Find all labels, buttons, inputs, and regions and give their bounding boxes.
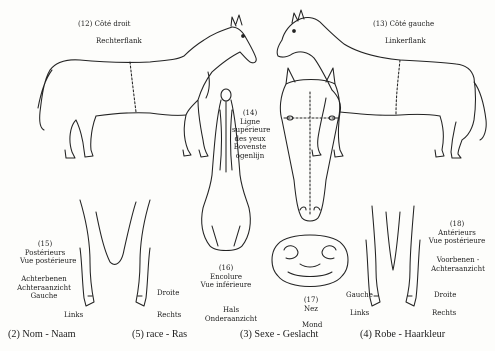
fore-view-rechts: Rechts [432, 310, 456, 317]
top-line-fr-1: Ligne [232, 118, 268, 127]
label-top-line: (14) Ligne supérieure des yeux Bovenste … [232, 109, 268, 161]
hind-view-fr-1: Postérieurs [20, 249, 70, 258]
neck-view-fr-1: Encolure [200, 273, 252, 282]
horse-right-side-drawing [38, 15, 256, 158]
field-race-label: (5) race - Ras [132, 330, 187, 340]
fore-view-nl-2: Achteraanzicht [428, 265, 488, 274]
fore-view-fr-1: Antérieurs [428, 229, 486, 238]
label-neck-view: (16) Encolure Vue inférieure [200, 264, 252, 290]
label-left-side-nl: Linkerflank [385, 38, 426, 45]
label-nose-view: (17) Nez [296, 296, 326, 313]
top-line-fr-3: des yeux [232, 135, 268, 144]
right-side-number: (12) [78, 20, 92, 28]
neck-view-fr-2: Vue inférieure [200, 281, 252, 290]
front-legs-drawing [366, 206, 420, 306]
fore-view-number: (18) [428, 220, 486, 229]
fore-view-links: Links [350, 310, 369, 317]
fore-view-fr-2: Vue postérieure [428, 237, 486, 246]
hind-view-fr-2: Vue postérieure [20, 257, 70, 266]
nose-view-fr: Nez [296, 305, 326, 314]
field-coat-label: (4) Robe - Haarkleur [360, 330, 445, 340]
label-fore-view: (18) Antérieurs Vue postérieure [428, 220, 486, 246]
top-line-nl-2: ogenlijn [232, 152, 268, 161]
nose-view-number: (17) [296, 296, 326, 305]
label-hind-view-nl: Achterbenen Achteraanzicht Gauche [16, 275, 72, 301]
label-neck-view-nl: Hals Onderaanzicht [202, 306, 260, 323]
label-right-side: (12) Côté droit [78, 21, 130, 28]
left-side-number: (13) [373, 20, 387, 28]
label-left-side: (13) Côté gauche [373, 21, 434, 28]
label-right-side-nl: Rechterflank [96, 38, 142, 45]
top-line-nl-1: Bovenste [232, 143, 268, 152]
hind-view-links: Links [64, 312, 83, 319]
fore-view-nl-1: Voorbenen - [428, 256, 488, 265]
hind-legs-drawing [80, 200, 150, 306]
hind-view-rechts: Rechts [157, 312, 181, 319]
field-sex-label: (3) Sexe - Geslacht [240, 330, 318, 340]
label-hind-view: (15) Postérieurs Vue postérieure [20, 240, 70, 266]
nose-drawing [272, 235, 348, 287]
top-line-fr-2: supérieure [232, 126, 268, 135]
fore-view-droite: Droite [434, 292, 456, 299]
head-front-drawing [280, 68, 340, 221]
hind-view-number: (15) [20, 240, 70, 249]
left-side-fr: Côté gauche [390, 20, 435, 28]
neck-view-number: (16) [200, 264, 252, 273]
top-line-number: (14) [232, 109, 268, 118]
horse-left-side-drawing [277, 10, 486, 158]
hind-view-nl-2: Achteraanzicht [16, 284, 72, 293]
fore-view-gauche: Gauche [346, 292, 373, 299]
hind-view-nl-1: Achterbenen [16, 275, 72, 284]
field-name-label: (2) Nom - Naam [8, 330, 76, 340]
hind-view-droite: Droite [157, 290, 179, 297]
label-fore-view-nl: Voorbenen - Achteraanzicht [428, 256, 488, 273]
neck-view-nl-2: Onderaanzicht [202, 315, 260, 324]
hind-view-gauche: Gauche [16, 292, 72, 301]
nose-view-nl: Mond [302, 322, 322, 329]
neck-view-nl-1: Hals [202, 306, 260, 315]
right-side-fr: Côté droit [95, 20, 131, 28]
